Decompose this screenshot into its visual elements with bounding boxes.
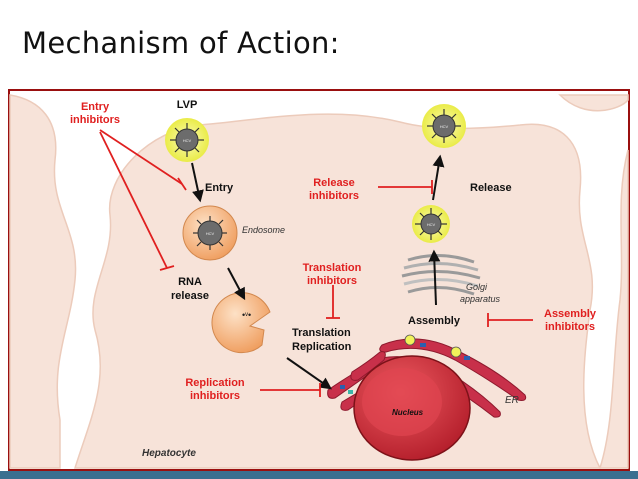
label-replication: Replication [292,341,352,353]
label-endosome: Endosome [242,225,285,235]
label-er: ER [505,395,519,406]
label-translation-inhibitors-2: inhibitors [307,275,357,287]
label-assembly-inhibitors-2: inhibitors [545,321,595,333]
slide-title: Mechanism of Action: [22,26,340,60]
label-assembly-inhibitors-1: Assembly [544,308,597,320]
label-golgi-2: apparatus [460,294,501,304]
label-hcv-endosome: HCV [206,231,215,236]
nucleus [353,355,471,461]
label-rna-release-2: release [171,290,209,302]
label-hcv-assembly: HCV [427,222,436,227]
label-hepatocyte: Hepatocyte [142,448,196,459]
svg-text:•ᵛ•: •ᵛ• [242,310,251,320]
label-release: Release [470,182,512,194]
label-release-inhibitors-2: inhibitors [309,190,359,202]
label-translation: Translation [292,327,351,339]
label-entry: Entry [205,182,234,194]
label-replication-inhibitors-1: Replication [185,377,245,389]
label-release-inhibitors-1: Release [313,177,355,189]
label-nucleus: Nucleus [392,408,424,417]
er-particles [340,334,470,394]
process-arrows [191,154,445,390]
inhibitor-lines [99,129,533,397]
label-translation-inhibitors-1: Translation [303,262,362,274]
label-golgi-1: Golgi [466,282,488,292]
virus-release [422,104,466,148]
label-hcv-lvp: HCV [183,138,192,143]
virus-lvp [165,118,209,162]
label-rna-release-1: RNA [178,276,202,288]
label-assembly: Assembly [408,315,461,327]
virus-assembly [412,205,450,243]
label-entry-inhibitors-1: Entry [81,101,110,113]
rna-release-vesicle: •ᵛ• [211,292,271,354]
label-replication-inhibitors-2: inhibitors [190,390,240,402]
hepatocyte-cells [9,94,629,469]
footer-bar [0,471,638,479]
golgi-apparatus [401,253,481,296]
label-entry-inhibitors-2: inhibitors [70,114,120,126]
label-lvp: LVP [177,99,198,111]
label-hcv-release: HCV [440,124,449,129]
virus-endosome [193,216,227,250]
